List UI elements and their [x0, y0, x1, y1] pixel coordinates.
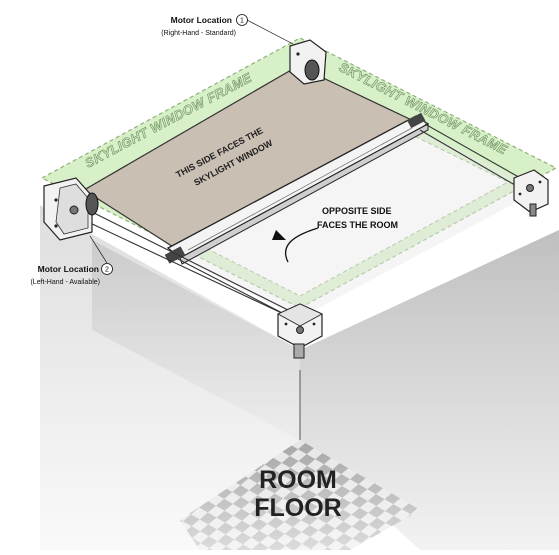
bracket-bottom	[277, 303, 323, 359]
opposite-side-line2: FACES THE ROOM	[317, 220, 398, 230]
right-wall	[300, 230, 559, 550]
motor-location-2-label: Motor Location	[38, 264, 99, 274]
motor-location-1-callout: Motor Location 1 (Right-Hand - Standard)	[161, 14, 294, 45]
guide-cables	[87, 123, 525, 317]
left-wall-lower	[40, 205, 300, 550]
motor-location-2-sub: (Left-Hand - Available)	[30, 279, 100, 286]
room-floor: ROOM FLOOR	[180, 440, 420, 550]
bracket-left-motor	[43, 177, 99, 241]
room-side-arrow	[272, 227, 319, 263]
room-walls	[40, 205, 559, 550]
bracket-top-motor	[289, 39, 327, 85]
floor-label-line1: ROOM	[259, 466, 337, 494]
motor-location-2-callout: Motor Location 2 (Left-Hand - Available)	[30, 235, 113, 286]
floor-label-line2: FLOOR	[254, 494, 342, 522]
bracket-right	[513, 169, 549, 217]
opposite-side-line1: OPPOSITE SIDE	[322, 206, 392, 216]
motor-location-1-label: Motor Location	[171, 15, 232, 25]
motor-location-1-sub: (Right-Hand - Standard)	[161, 30, 236, 37]
shade-room-side	[180, 130, 540, 318]
svg-text:2: 2	[105, 267, 109, 274]
bottom-rail	[164, 112, 430, 265]
svg-text:1: 1	[240, 18, 244, 25]
number-2-circle	[101, 263, 113, 275]
